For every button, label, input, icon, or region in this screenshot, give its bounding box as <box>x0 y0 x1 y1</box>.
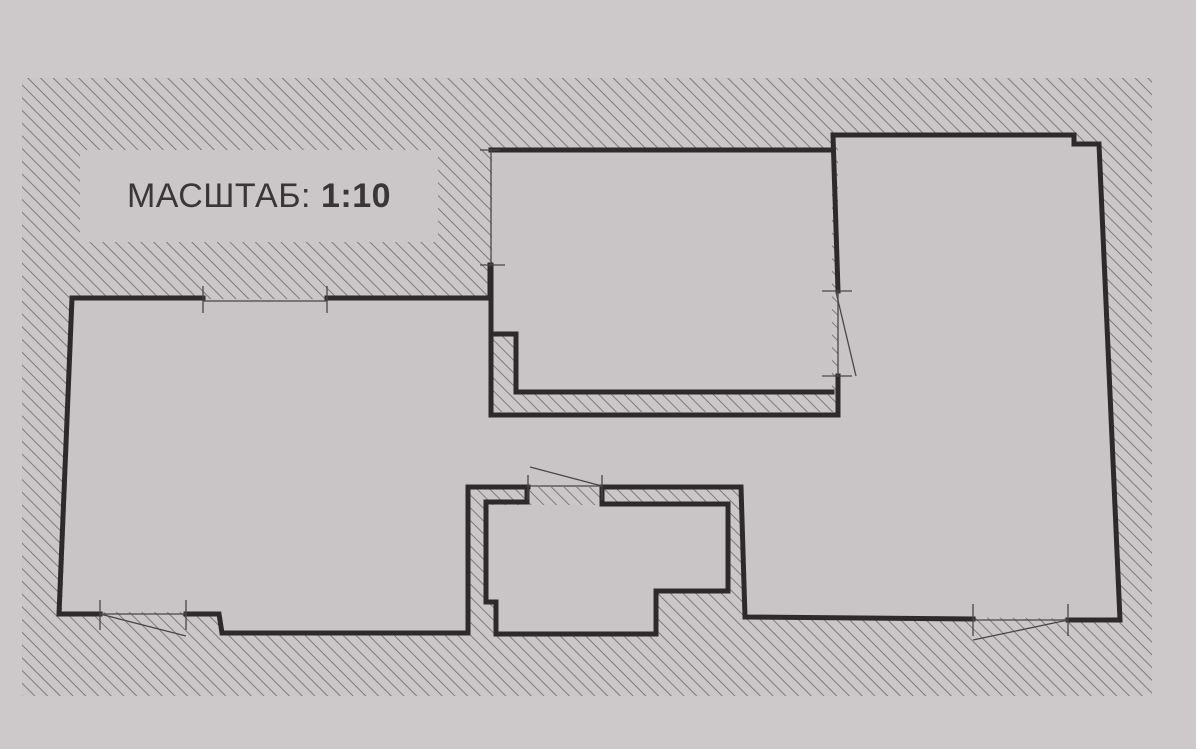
wall-left-room <box>56 295 206 617</box>
room-right-large <box>62 137 1118 632</box>
wall-upper-room-left <box>488 262 841 418</box>
scale-ratio: 1:10 <box>320 176 392 215</box>
door-bath-leaf <box>529 466 603 487</box>
room-small-bath <box>487 505 726 633</box>
scale-label: МАСШТАБ: 1:10 <box>80 150 438 242</box>
wall-right-room <box>830 132 1123 623</box>
door-left-leaf <box>99 613 187 637</box>
walls <box>56 132 1123 637</box>
wall-bath-inner <box>483 484 731 637</box>
room-interiors <box>62 137 1118 633</box>
scale-label-text: МАСШТАБ: <box>126 176 311 215</box>
thin-lines <box>99 149 1069 641</box>
door-leaf-right <box>835 291 857 377</box>
wall-upper-room-inner <box>489 331 835 395</box>
wall-right-room-bottom <box>599 484 976 622</box>
wall-left-room-bottom <box>183 484 531 636</box>
room-upper-middle <box>492 151 832 392</box>
door-right-leaf <box>972 619 1069 641</box>
